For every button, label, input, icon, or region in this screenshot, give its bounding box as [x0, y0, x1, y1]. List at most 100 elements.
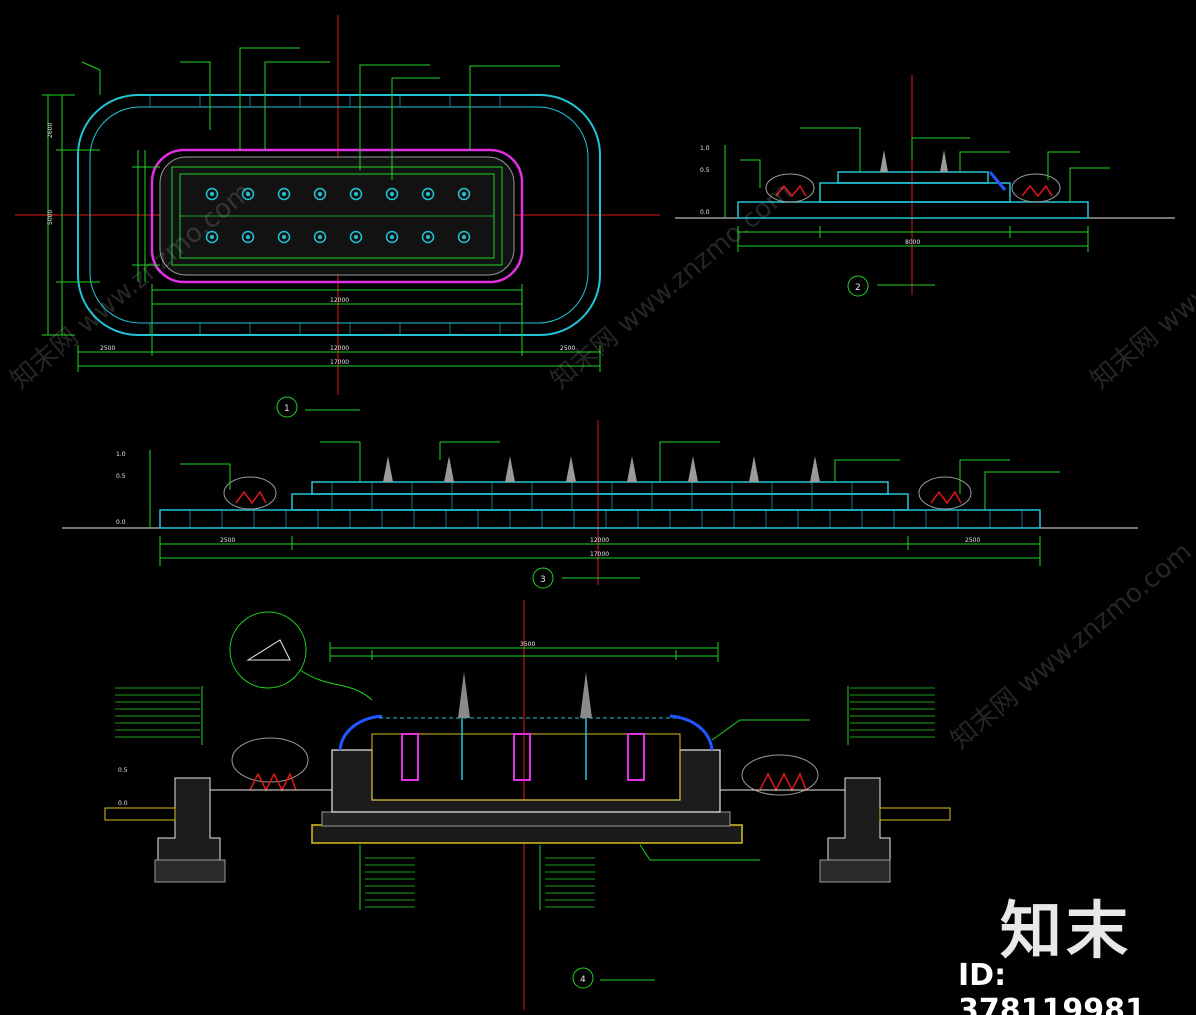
section-dim-total: 3500: [520, 641, 535, 648]
elev2-step-2: [837, 171, 989, 184]
elev3-dims: [149, 450, 1041, 566]
section-paving-left: [104, 807, 176, 821]
elev2-flowers-right: [1021, 184, 1053, 198]
elev3-level-1: 1.0: [116, 451, 126, 458]
fountain-jet-center: [426, 192, 430, 196]
fountain-jet-icon: [241, 187, 255, 201]
brand-watermark: 知末: [1000, 894, 1133, 967]
detail-2-number: 2: [855, 283, 861, 293]
fountain-jet-icon: [313, 187, 327, 201]
elev2-level-3: 0.0: [700, 209, 710, 216]
fountain-jet-center: [462, 192, 466, 196]
fountain-jet-center: [354, 235, 358, 239]
elev3-shrub-left: [223, 476, 277, 510]
elev2-dim-total: 8000: [905, 239, 920, 246]
fountain-jet-icon: [457, 230, 471, 244]
section-flowers-left: [249, 772, 297, 792]
elev3-jet: [505, 456, 515, 482]
section-gravel-layer: [321, 811, 731, 827]
elev3-dim-side-left: 2500: [220, 537, 235, 544]
pool-coping-joints: [149, 95, 501, 335]
fountain-jet-icon: [277, 187, 291, 201]
fountain-jet-center: [282, 192, 286, 196]
fountain-jet-center: [210, 235, 214, 239]
fountain-jet-icon: [421, 187, 435, 201]
front-elevation: 2500 12000 2500 17000 1.0 0.5 0.0 3: [62, 420, 1138, 589]
elev3-level-2: 0.5: [116, 473, 126, 480]
watermark-text: 知末网 www.znzmo.com: [5, 177, 257, 396]
fountain-jet-icon: [421, 230, 435, 244]
section-level-left-2: 0.0: [118, 800, 128, 807]
elev3-dim-side-right: 2500: [965, 537, 980, 544]
fountain-jet-icon: [457, 187, 471, 201]
dim-bot-a: 2500: [100, 345, 115, 352]
elev3-step-1: [291, 493, 909, 511]
basin-step-1: [171, 166, 503, 266]
elev3-flowers-right: [930, 490, 962, 505]
elev3-jet: [383, 456, 393, 482]
elev2-jet: [880, 150, 888, 172]
fountain-jet-center: [318, 192, 322, 196]
section-level-left: 0.5: [118, 767, 128, 774]
elev3-jet: [810, 456, 820, 482]
side-elevation: 8000 1.0 0.5 0.0 2: [675, 75, 1175, 297]
section-footing-right: [819, 859, 891, 883]
elev3-jet: [688, 456, 698, 482]
dim-bot-b: 2500: [560, 345, 575, 352]
elev2-flowers-left: [775, 184, 807, 198]
elev2-level-1: 1.0: [700, 145, 710, 152]
dim-bot-mid: 12000: [330, 345, 349, 352]
section-shrub-right: [741, 754, 819, 796]
fountain-jet-icon: [385, 230, 399, 244]
fountain-jet-icon: [349, 187, 363, 201]
watermark-text: 知末网 www.znzmo.com: [945, 537, 1196, 756]
elev2-step-1: [819, 182, 1011, 203]
elev3-jet: [566, 456, 576, 482]
section-pumps: [401, 718, 645, 781]
pump-pedestal: [401, 733, 419, 781]
fountain-jet-center: [390, 235, 394, 239]
fountain-jet-center: [354, 192, 358, 196]
elev3-jet: [749, 456, 759, 482]
section-top-dims: [329, 642, 719, 662]
elev3-step-2: [311, 481, 889, 495]
plan-vertical-dims: [42, 94, 160, 336]
elev2-leaders: [740, 127, 1110, 202]
detail-3-marker: [532, 567, 554, 589]
elev2-water-spill: [988, 171, 1007, 191]
fountain-jet-center: [462, 235, 466, 239]
elev2-level-2: 0.5: [700, 167, 710, 174]
section-base-slab: [311, 824, 743, 844]
detail-1-marker: [276, 396, 298, 418]
elev3-level-3: 0.0: [116, 519, 126, 526]
image-id-watermark: ID: 378119981: [958, 958, 1146, 1015]
elev3-base: [159, 509, 1041, 529]
callout-profile: [246, 639, 291, 661]
callout-leader: [299, 669, 373, 701]
elev3-jet: [627, 456, 637, 482]
fountain-jet-center: [282, 235, 286, 239]
elev2-dims: [724, 145, 1089, 252]
elev3-dim-total: 17000: [590, 551, 609, 558]
pool-inner-edge: [89, 106, 589, 324]
section-jet-right: [580, 672, 592, 718]
section-flowers-right: [759, 772, 807, 792]
elev2-shrub-left: [765, 173, 815, 203]
fountain-jet-icon: [205, 187, 219, 201]
elev2-shrub-right: [1011, 173, 1061, 203]
watermark-text: 知末网 www.znzmo.com: [1085, 177, 1196, 396]
pool-outer-edge: [77, 94, 601, 336]
fountain-jet-center: [390, 192, 394, 196]
dim-bot-total: 17000: [330, 359, 349, 366]
section-view: 3500: [104, 600, 951, 1010]
fountain-basin-edge: [150, 148, 524, 284]
pump-pedestal: [627, 733, 645, 781]
detail-1-number: 1: [284, 404, 290, 414]
elev3-dim-mid: 12000: [590, 537, 609, 544]
fountain-jet-center: [246, 235, 250, 239]
elev3-shrub-right: [918, 476, 972, 510]
elev3-flowers-left: [235, 490, 267, 505]
fountain-jet-icon: [313, 230, 327, 244]
section-footing-left: [154, 859, 226, 883]
